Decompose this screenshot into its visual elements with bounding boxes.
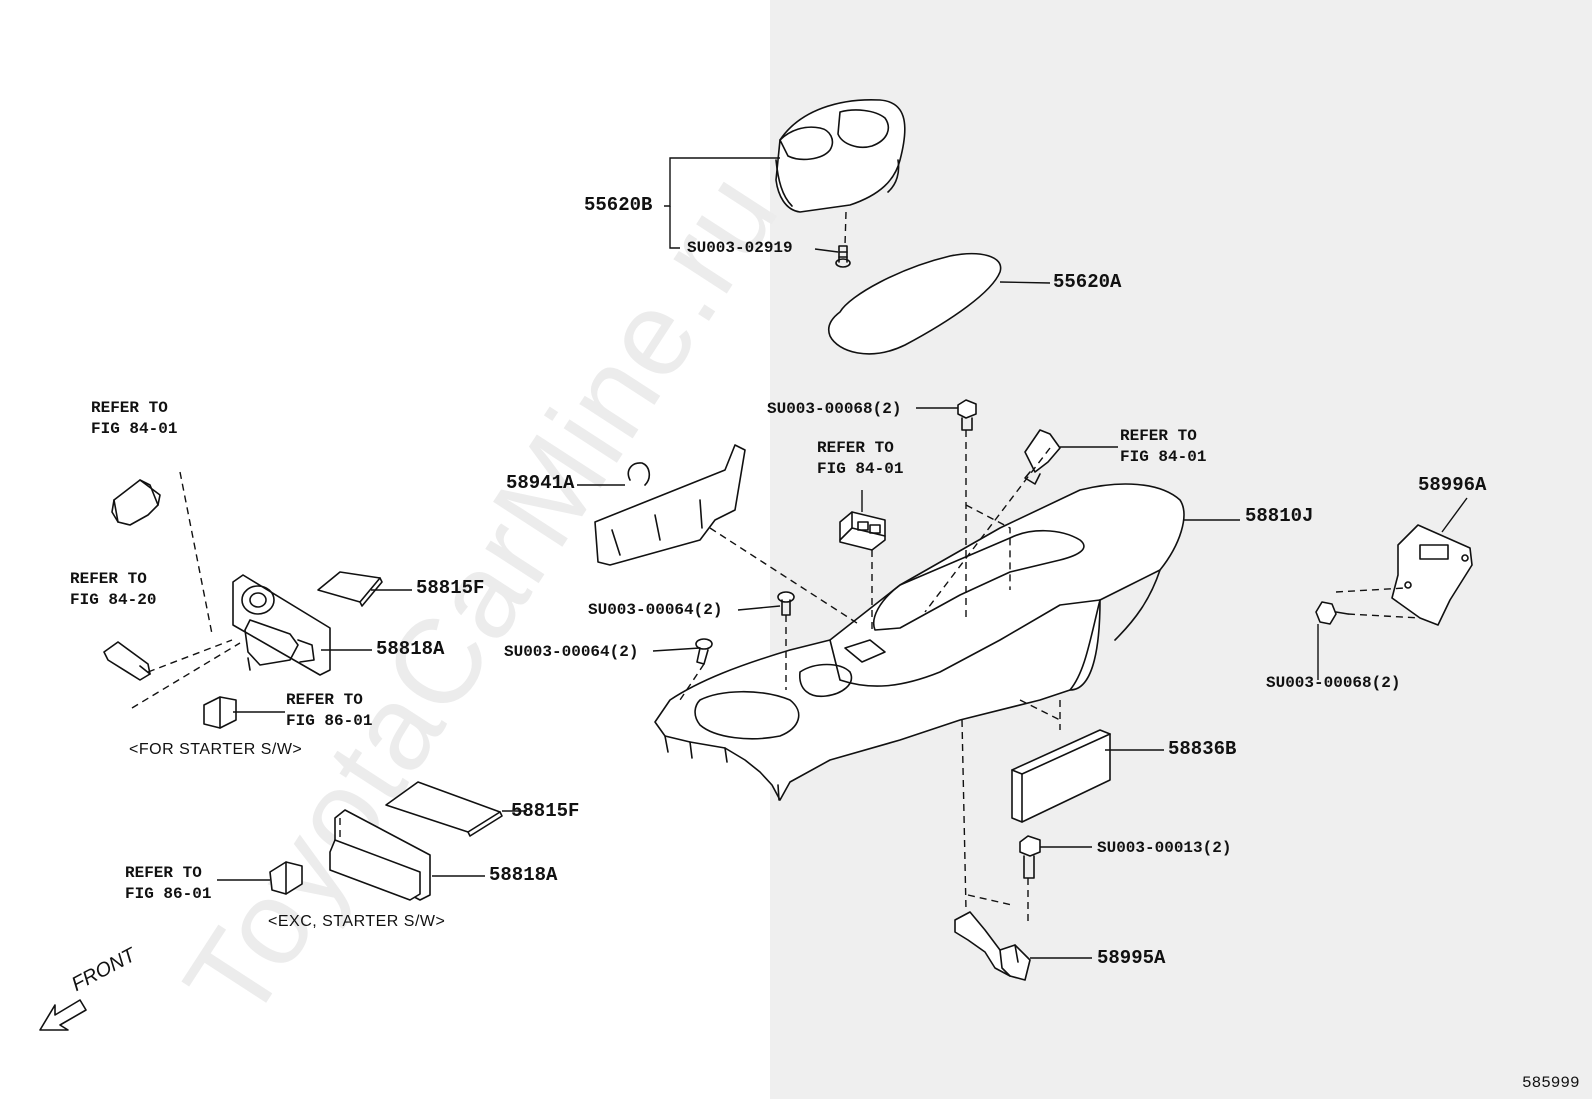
- plate-upper: [317, 571, 383, 607]
- part-label-58836B: 58836B: [1168, 738, 1237, 760]
- figure-id: 585999: [1522, 1074, 1580, 1092]
- fastener-label-su003-02919: SU003-02919: [687, 239, 793, 257]
- assembly-lines: [131, 211, 1421, 925]
- caption-exc-starter-switch: <EXC, STARTER S/W>: [268, 913, 446, 930]
- screw-su003-02919: [835, 245, 851, 268]
- part-label-58810J: 58810J: [1245, 505, 1314, 527]
- part-label-55620A: 55620A: [1053, 271, 1122, 293]
- screw-su003-00064-a: [777, 591, 795, 616]
- side-bracket: [1391, 524, 1473, 626]
- switch-bezel-upper: [232, 574, 331, 676]
- connector-84-01-right: [1024, 429, 1061, 485]
- center-console: [654, 483, 1185, 801]
- floor-mat: [827, 252, 1002, 355]
- part-label-55620B: 55620B: [584, 194, 653, 216]
- fastener-label-su003-00064-a: SU003-00064(2): [588, 601, 723, 619]
- front-arrow: [39, 999, 87, 1031]
- key-cylinder-part: [111, 479, 161, 526]
- plate-lower: [385, 781, 503, 837]
- refer-to-fig-84-01-left: REFER TO FIG 84-01: [91, 399, 178, 438]
- refer-to-fig-86-01-upper: REFER TO FIG 86-01: [286, 691, 373, 730]
- caption-for-starter-switch: <FOR STARTER S/W>: [129, 741, 303, 758]
- cup-holder-insert: [775, 99, 906, 213]
- connector-84-20: [103, 641, 151, 681]
- part-label-58941A: 58941A: [506, 472, 575, 494]
- screw-su003-00064-b: [695, 638, 713, 665]
- part-label-58995A: 58995A: [1097, 947, 1166, 969]
- part-label-58818A-lower: 58818A: [489, 864, 558, 886]
- part-label-58815F-lower: 58815F: [511, 800, 580, 822]
- refer-to-fig-84-01-right: REFER TO FIG 84-01: [1120, 427, 1207, 466]
- fastener-label-su003-00068-right: SU003-00068(2): [1266, 674, 1401, 692]
- shift-cover-bracket: [594, 444, 746, 566]
- leader-lines: [217, 157, 1468, 959]
- part-label-58815F-upper: 58815F: [416, 577, 485, 599]
- refer-to-fig-84-01-center: REFER TO FIG 84-01: [817, 439, 904, 478]
- screw-su003-00068-top: [957, 399, 977, 431]
- rear-bracket: [954, 911, 1031, 981]
- fastener-label-su003-00068-top: SU003-00068(2): [767, 400, 902, 418]
- refer-to-fig-86-01-lower: REFER TO FIG 86-01: [125, 864, 212, 903]
- fastener-label-su003-00013: SU003-00013(2): [1097, 839, 1232, 857]
- bolt-su003-00068-right: [1315, 601, 1349, 625]
- refer-to-fig-84-20: REFER TO FIG 84-20: [70, 570, 157, 609]
- switch-bezel-lower: [329, 809, 431, 901]
- bolt-su003-00013: [1019, 835, 1041, 879]
- fastener-label-su003-00064-b: SU003-00064(2): [504, 643, 639, 661]
- switch-86-01-lower: [269, 861, 303, 895]
- switch-86-01-upper: [203, 696, 237, 729]
- part-label-58996A: 58996A: [1418, 474, 1487, 496]
- part-label-58818A-upper: 58818A: [376, 638, 445, 660]
- center-switch: [839, 511, 886, 551]
- console-pad: [1011, 729, 1111, 823]
